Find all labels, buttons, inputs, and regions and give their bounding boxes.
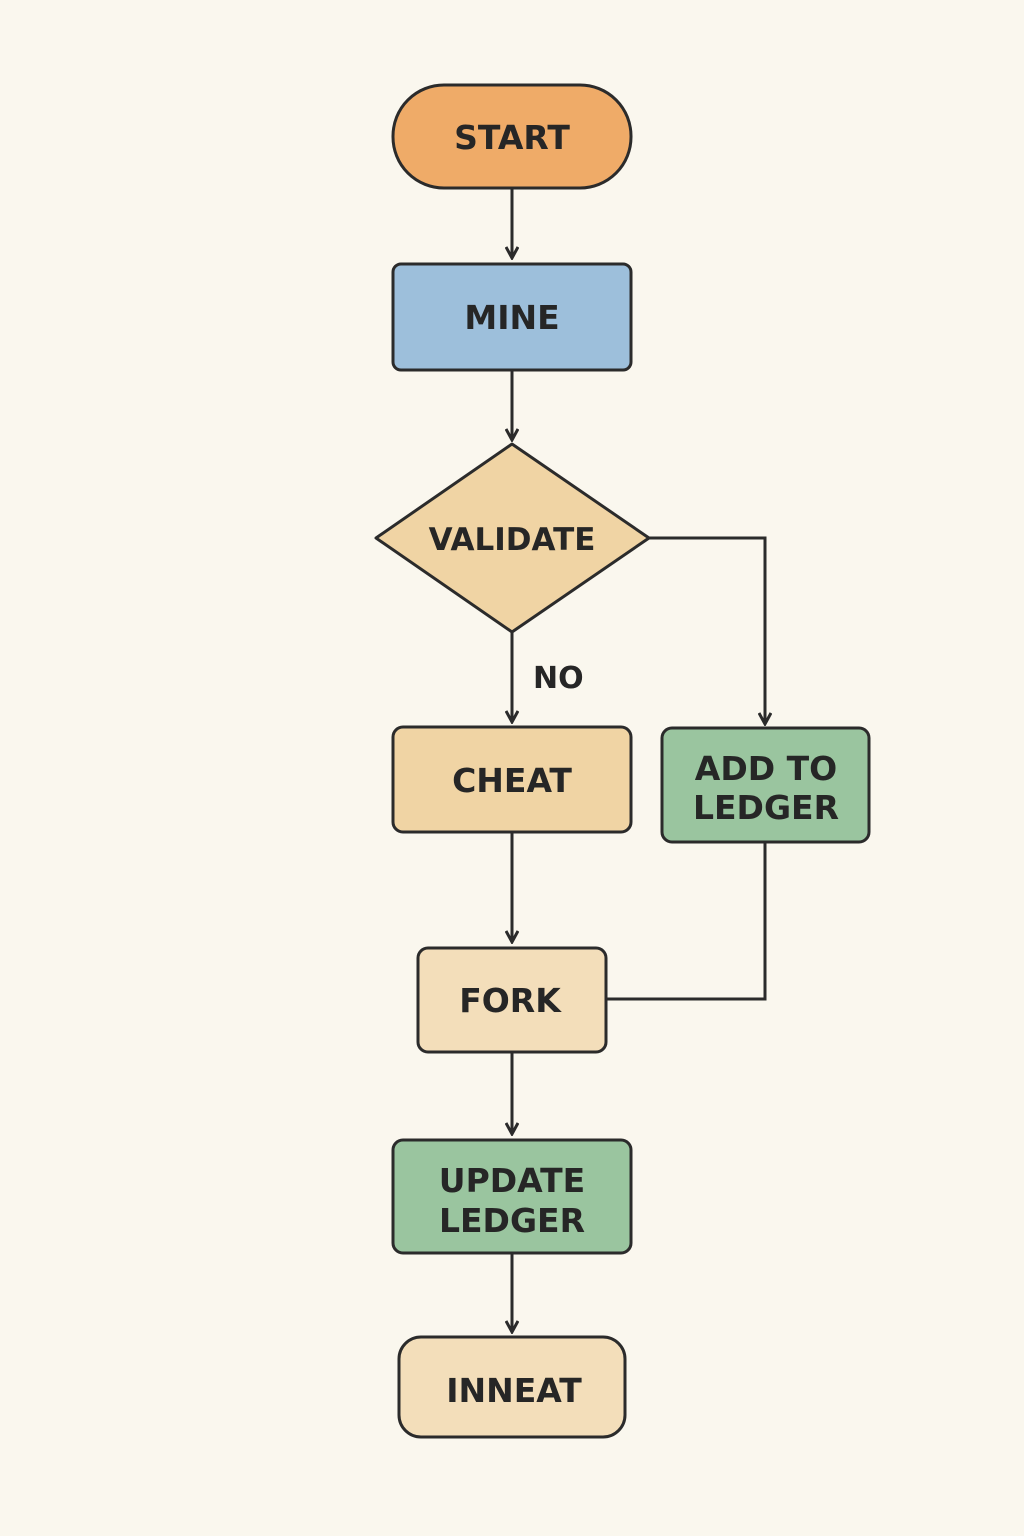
node-inneat: INNEAT [397,1335,627,1439]
cheat-label: CHEAT [452,761,572,800]
update-ledger-process-shape [391,1138,633,1255]
node-mine: MINE [391,262,633,372]
mine-process-shape [391,262,633,372]
start-label: START [454,118,570,157]
add-to-ledger-label-line-2: LEDGER [693,788,839,827]
edge-validate-to-add-to-ledger [649,536,765,724]
cheat-process-shape [391,725,633,834]
node-start: START [391,83,633,190]
fork-process-shape [416,946,608,1054]
update-ledger-label-line-1: UPDATE [439,1161,585,1200]
edge-add-to-ledger-to-fork [606,842,767,1001]
node-validate: VALIDATE [374,442,651,634]
node-add-to-ledger: ADD TO LEDGER [660,726,871,844]
inneat-terminator-shape [397,1335,627,1439]
inneat-label: INNEAT [446,1371,582,1410]
add-to-ledger-process-shape [660,726,871,844]
add-to-ledger-label-line-1: ADD TO [695,749,837,788]
node-update-ledger: UPDATE LEDGER [391,1138,633,1255]
validate-decision-shape [374,442,651,634]
mine-label: MINE [464,298,559,337]
fork-label: FORK [459,981,562,1020]
update-ledger-label-line-2: LEDGER [439,1201,585,1240]
node-cheat: CHEAT [391,725,633,834]
start-terminator-shape [391,83,633,190]
node-fork: FORK [416,946,608,1054]
validate-label: VALIDATE [429,522,596,558]
edge-label-no: NO [533,661,584,696]
